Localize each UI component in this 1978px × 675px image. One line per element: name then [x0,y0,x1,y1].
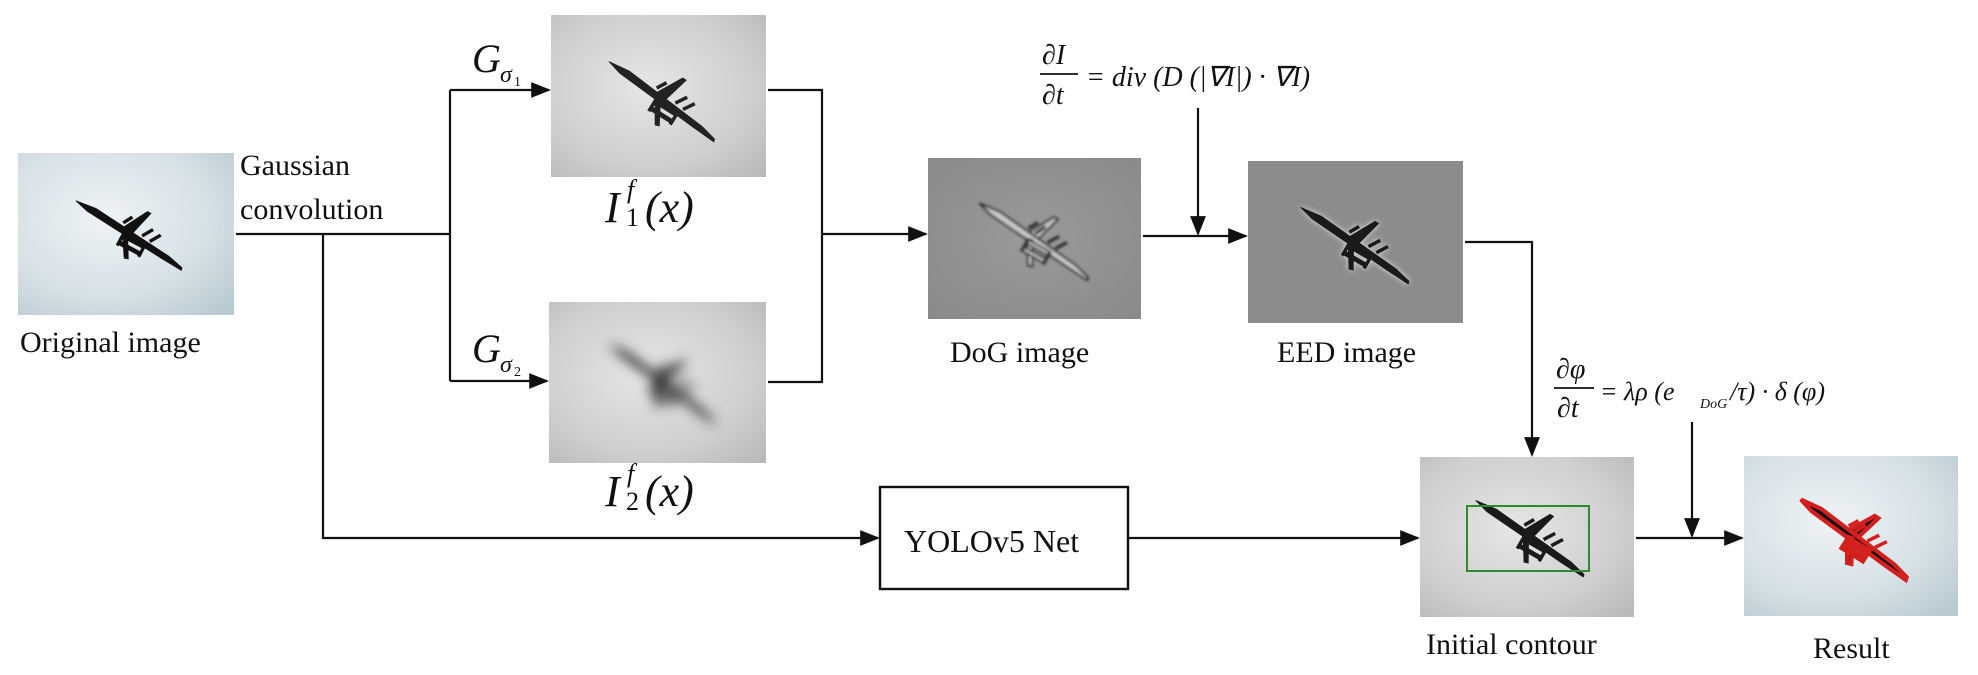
bounding-box [1466,505,1590,572]
svg-text:∂I: ∂I [1042,40,1067,71]
svg-text:(x): (x) [645,467,694,516]
gaussian-sigma2-image [549,302,766,463]
i2-label: I f 2 (x) [604,459,694,516]
svg-text:2: 2 [514,365,521,380]
svg-text:∂t: ∂t [1557,393,1580,424]
i1-label: I f 1 (x) [604,175,694,232]
svg-text:= div (D (|∇I|) · ∇I): = div (D (|∇I|) · ∇I) [1086,62,1310,93]
svg-text:G: G [472,326,501,371]
eed-image-label: EED image [1277,336,1416,369]
gaussian-label-line1: Gaussian [240,149,350,182]
dog-image-label: DoG image [950,336,1089,369]
svg-text:σ: σ [500,62,513,88]
g-sigma2-label: G σ 2 [472,326,521,380]
svg-text:G: G [472,36,501,81]
yolo-box [878,485,1130,591]
original-image [18,153,234,315]
eed-image [1248,161,1463,323]
svg-text:f: f [627,175,638,204]
svg-text:/τ) · δ (φ): /τ) · δ (φ) [1728,377,1825,406]
svg-text:1: 1 [626,203,639,232]
svg-text:I: I [604,183,622,232]
contour-equation: ∂φ ∂t = λρ (e DoG /τ) · δ (φ) [1554,354,1825,424]
eed-equation: ∂I ∂t = div (D (|∇I|) · ∇I) [1040,40,1310,111]
dog-image [928,158,1141,319]
svg-text:2: 2 [626,487,639,516]
initial-contour-image [1420,457,1634,617]
initial-contour-label: Initial contour [1426,628,1597,661]
gaussian-sigma1-image [551,15,766,177]
g-sigma1-label: G σ 1 [472,36,521,90]
yolo-label: YOLOv5 Net [904,523,1079,559]
svg-text:(x): (x) [645,183,694,232]
svg-text:σ: σ [500,352,513,378]
svg-text:DoG: DoG [1699,397,1727,412]
svg-text:f: f [627,459,638,488]
result-image [1744,456,1958,616]
gaussian-label-line2: convolution [240,193,383,226]
result-label: Result [1813,632,1890,665]
connectors [236,82,1744,546]
svg-text:I: I [604,467,622,516]
svg-text:1: 1 [514,75,521,90]
svg-text:∂φ: ∂φ [1556,354,1585,385]
svg-text:= λρ (e: = λρ (e [1600,377,1674,406]
original-image-label: Original image [20,326,201,359]
svg-text:∂t: ∂t [1042,80,1065,111]
